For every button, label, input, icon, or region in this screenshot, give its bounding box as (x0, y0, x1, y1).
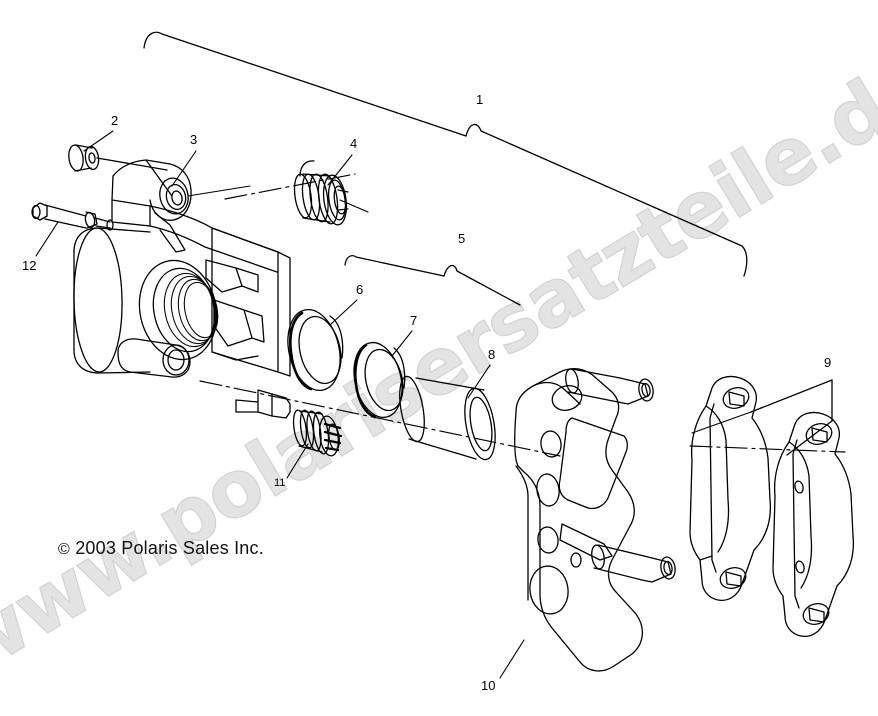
part-9-brake-pad-inner (689, 375, 772, 602)
mounting-pin-upper (565, 368, 654, 405)
callout-11: 11 (274, 477, 286, 489)
leader-lines (35, 130, 752, 679)
part-8-piston (399, 375, 496, 461)
leader-10 (499, 639, 525, 679)
callout-12: 12 (22, 258, 37, 273)
part-7-piston-seal (353, 341, 406, 419)
part-3-caliper-body (73, 159, 291, 419)
callout-8: 8 (488, 347, 496, 362)
part-12-banjo-bolt (31, 202, 114, 231)
part-9-brake-pad-outer (772, 411, 855, 638)
callout-6: 6 (356, 282, 364, 297)
callout-4: 4 (350, 136, 358, 151)
bracket-1 (143, 31, 748, 277)
callout-2: 2 (111, 113, 119, 128)
bracket-5 (344, 255, 521, 306)
leader-6 (329, 299, 358, 326)
part-4-piston-seal-kit (293, 160, 349, 226)
part-11-bleeder-screw (292, 409, 343, 457)
callout-3: 3 (190, 132, 198, 147)
leader-11 (286, 443, 309, 479)
leader-2 (83, 130, 114, 152)
part-6-dust-seal (287, 309, 344, 391)
copyright-text: 2003 Polaris Sales Inc. (75, 538, 264, 558)
leader-3b (187, 185, 251, 197)
copyright-notice: © 2003 Polaris Sales Inc. (58, 538, 264, 559)
part-10-mounting-bracket (514, 367, 643, 672)
leader-12 (35, 221, 59, 257)
leader-8 (467, 364, 491, 399)
copyright-symbol: © (58, 541, 70, 558)
leader-4 (327, 154, 353, 186)
callout-9: 9 (824, 355, 832, 370)
callout-5: 5 (458, 231, 466, 246)
callout-10: 10 (481, 678, 496, 693)
leader-7 (391, 330, 413, 357)
leader-9 (691, 411, 752, 434)
callout-1: 1 (476, 92, 484, 107)
mounting-pin-lower (591, 544, 676, 583)
leader-3 (171, 150, 197, 187)
callout-7: 7 (410, 313, 418, 328)
leader-4b (339, 199, 369, 213)
